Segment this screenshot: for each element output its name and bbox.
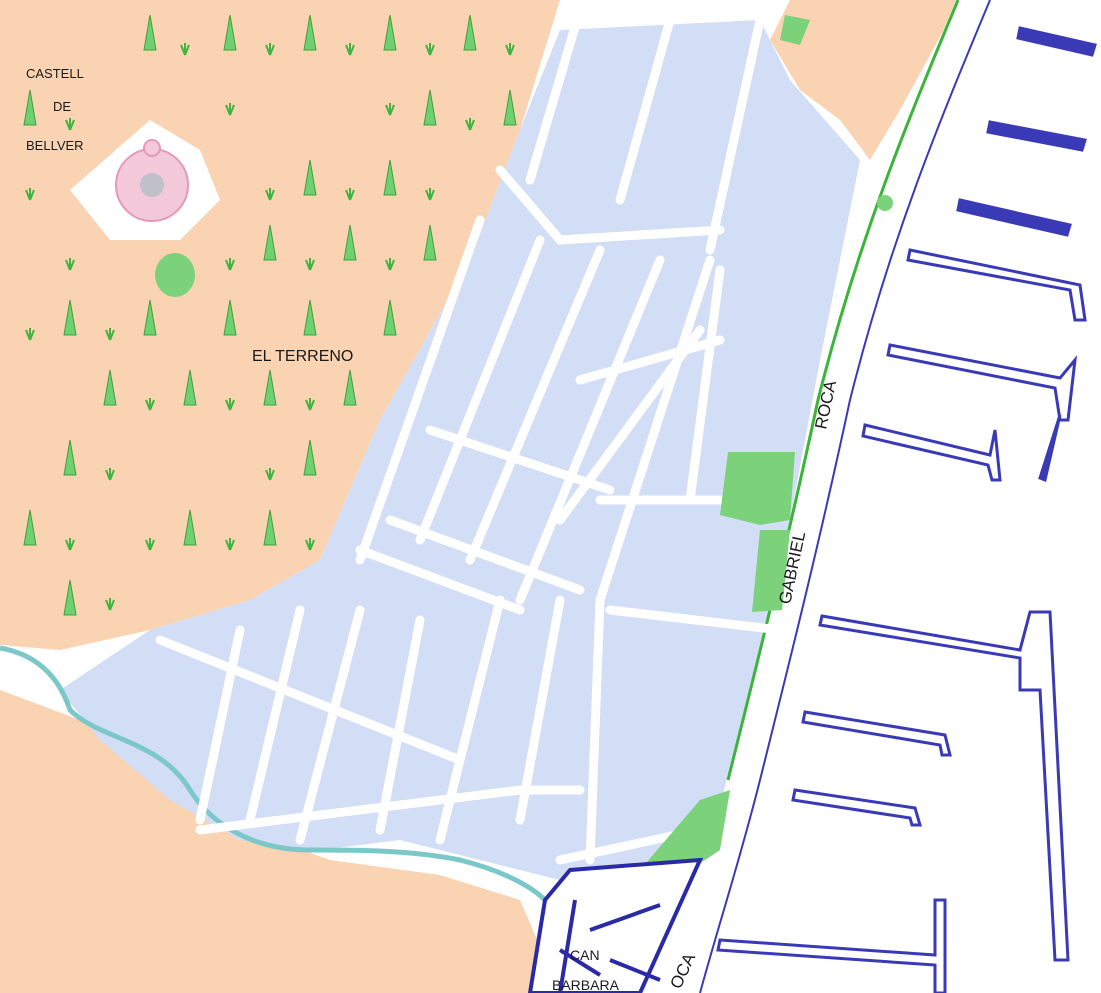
coastal-highway: [667, 0, 983, 993]
label-castell: CASTELL: [26, 66, 84, 81]
harbour-piers: [716, 26, 1097, 993]
label-barbara: BARBARA: [552, 977, 620, 993]
label-bellver: BELLVER: [26, 138, 84, 153]
land-area-northeast: [770, 0, 960, 160]
grass-tufts: [25, 43, 515, 611]
tree-cluster: [23, 14, 517, 616]
castle-bellver: [70, 120, 220, 240]
label-de: DE: [53, 99, 71, 114]
park-bellver: [155, 253, 195, 297]
river: [0, 645, 547, 902]
label-el-terreno: EL TERRENO: [252, 348, 353, 365]
park-north: [780, 15, 810, 45]
roundabout: [877, 195, 893, 211]
park-strip: [752, 530, 790, 612]
park-gabriel: [720, 452, 795, 525]
label-can: CAN: [570, 947, 600, 963]
coastal-highway-edge-2: [699, 0, 991, 993]
street-grid: [155, 5, 785, 865]
coastal-highway-edge: [726, 0, 960, 781]
port-piers: [558, 899, 661, 993]
